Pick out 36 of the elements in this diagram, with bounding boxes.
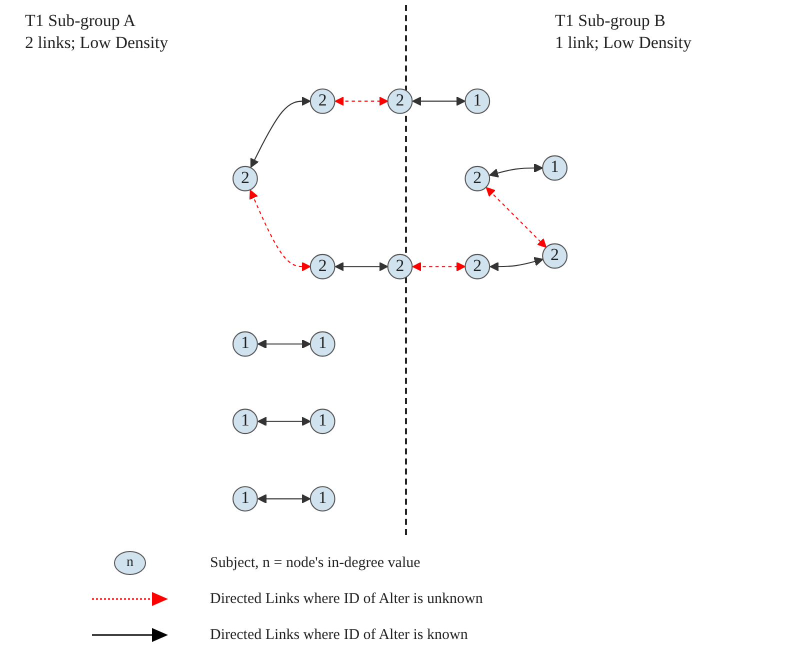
arrow	[257, 494, 311, 504]
arrow	[249, 190, 311, 272]
group-title: T1 Sub-group B	[555, 10, 666, 32]
node-circle: 1	[232, 486, 258, 512]
arrow	[412, 96, 466, 106]
group-subtitle: 2 links; Low Density	[25, 32, 168, 54]
node-circle: 1	[464, 88, 490, 114]
arrow	[489, 163, 544, 178]
node-circle: 2	[310, 88, 336, 114]
node-circle: 2	[310, 254, 336, 280]
arrow	[257, 339, 311, 349]
legend-text: Directed Links where ID of Alter is known	[210, 626, 468, 644]
arrow	[334, 96, 388, 106]
arrow	[334, 262, 388, 272]
node-circle: 1	[232, 331, 258, 357]
node-circle: 2	[542, 243, 568, 269]
legend-text: Subject, n = node's in-degree value	[210, 554, 420, 572]
arrow	[486, 187, 547, 248]
node-circle: 2	[464, 254, 490, 280]
node-circle: 1	[310, 408, 336, 434]
node-circle: 2	[387, 254, 413, 280]
node-circle: 1	[310, 486, 336, 512]
node-circle: 2	[464, 166, 490, 192]
group-subtitle: 1 link; Low Density	[555, 32, 692, 54]
group-title: T1 Sub-group A	[25, 10, 136, 32]
arrow	[250, 96, 311, 168]
node-symbol: n	[114, 551, 146, 575]
arrow	[412, 262, 466, 272]
node-circle: 2	[232, 166, 258, 192]
legend-text: Directed Links where ID of Alter is unknown	[210, 590, 483, 608]
node-circle: 1	[542, 155, 568, 181]
arrow	[490, 256, 544, 272]
node-circle: 1	[310, 331, 336, 357]
arrow	[257, 416, 311, 426]
node-circle: 1	[232, 408, 258, 434]
node-circle: 2	[387, 88, 413, 114]
